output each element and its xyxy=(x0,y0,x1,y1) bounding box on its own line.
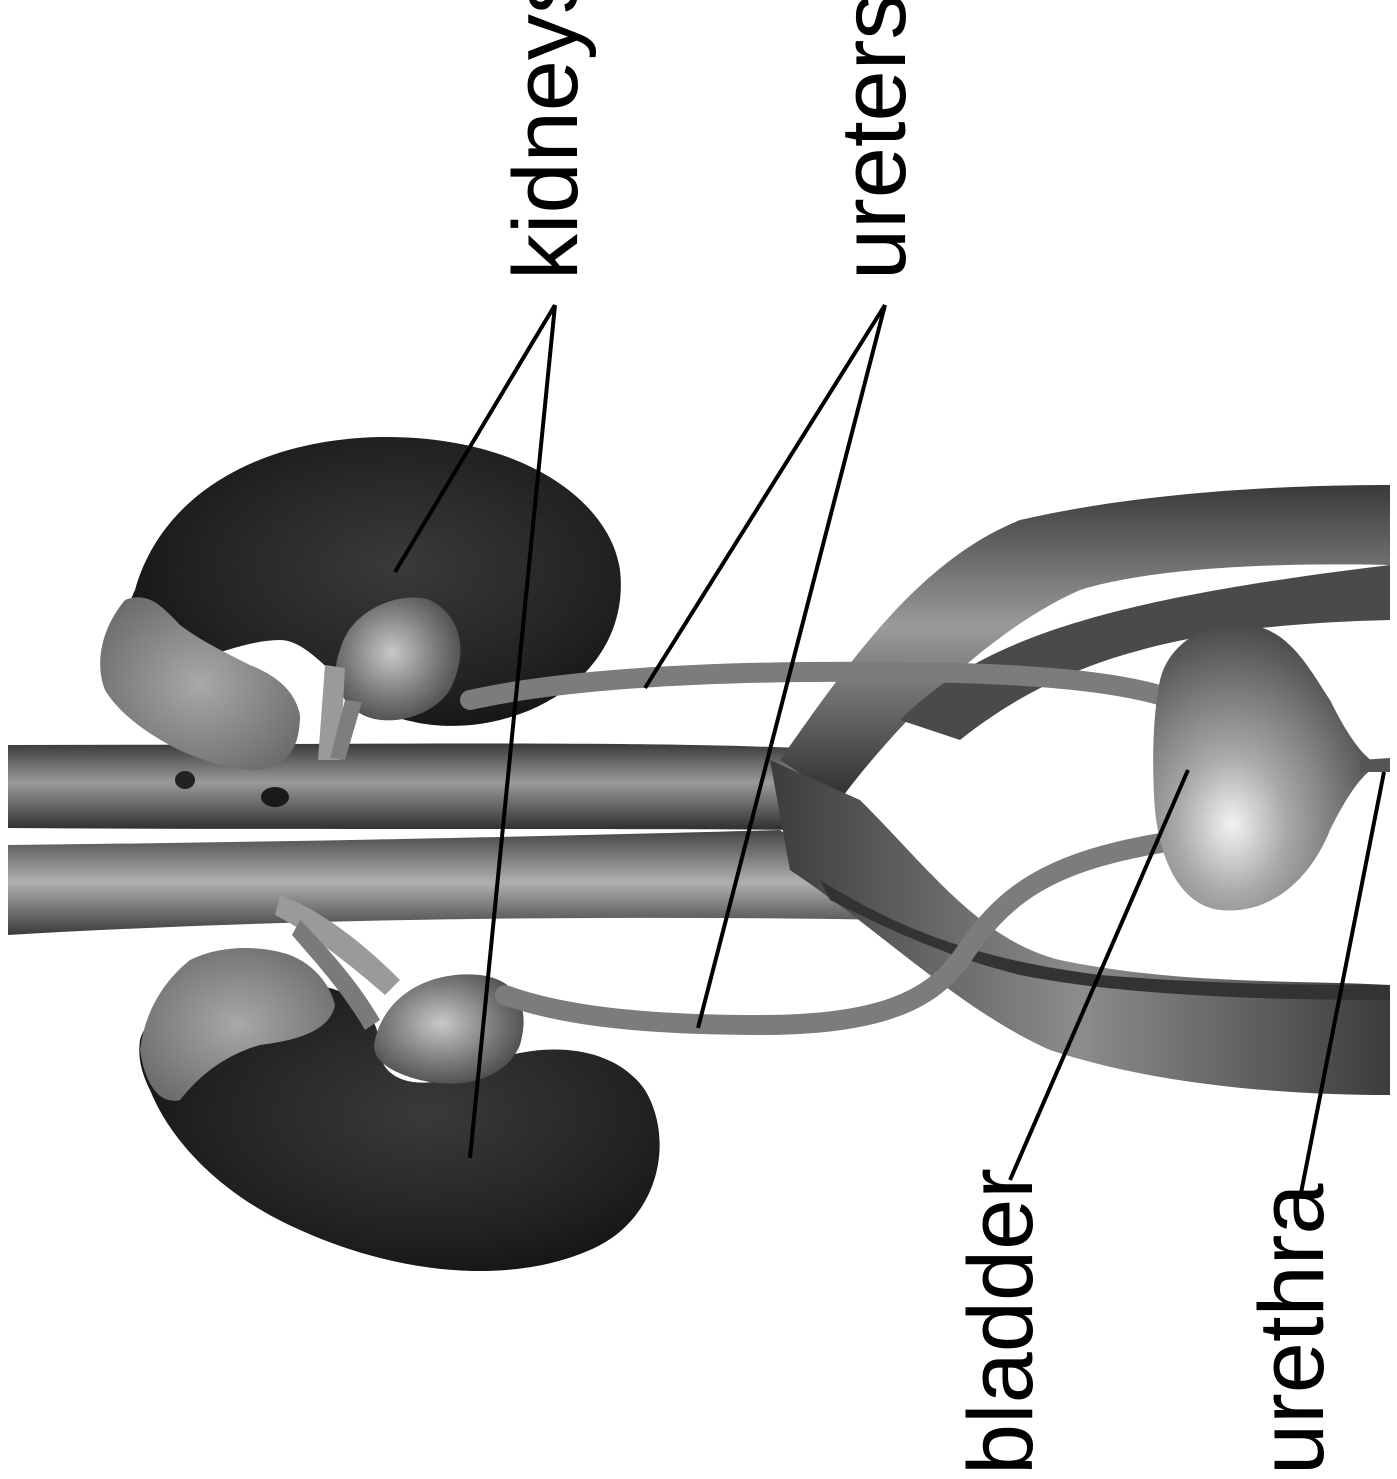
lower-kidney-assembly xyxy=(139,895,659,1271)
bladder-label: bladder xyxy=(950,1168,1052,1475)
ureters-label: ureters xyxy=(823,0,925,280)
upper-vessel-stub-a xyxy=(261,787,289,807)
upper-ureter xyxy=(470,672,1175,700)
urethra-label: urethra xyxy=(1241,1183,1343,1475)
bladder xyxy=(1153,624,1378,910)
kidneys-label: kidneys xyxy=(495,0,597,280)
upper-vessel-stub-b xyxy=(175,771,195,789)
lower-main-vessel xyxy=(8,830,900,935)
ureters-leader-upper xyxy=(645,305,885,688)
upper-main-vessel xyxy=(8,743,820,830)
urethra xyxy=(1360,758,1390,772)
bladder-assembly xyxy=(1153,624,1390,910)
